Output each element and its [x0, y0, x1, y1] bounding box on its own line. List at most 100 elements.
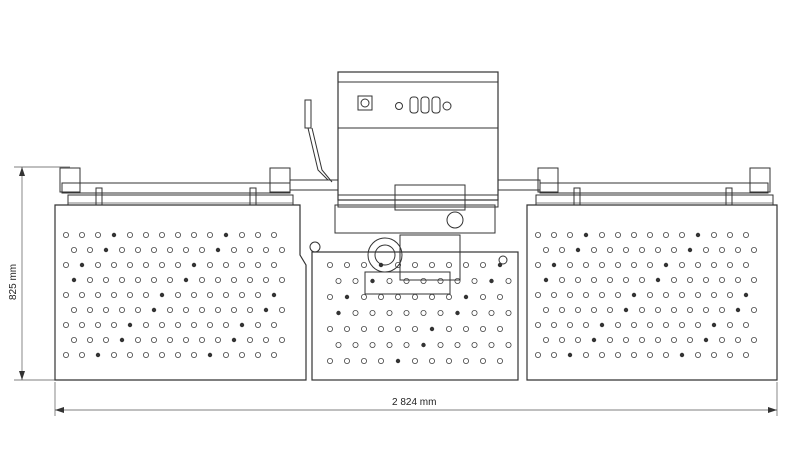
perforation-hole	[535, 231, 542, 238]
perforation-hole	[166, 306, 173, 313]
perforation-hole	[262, 276, 269, 283]
perforation-hole	[429, 326, 435, 332]
perforation-hole	[711, 322, 717, 328]
perforation-hole	[655, 306, 662, 313]
perforation-hole	[445, 293, 452, 300]
perforation-hole	[238, 351, 245, 358]
perforation-hole	[231, 337, 237, 343]
perforation-hole	[711, 231, 718, 238]
perforation-hole	[687, 276, 694, 283]
perforation-hole	[567, 261, 574, 268]
perforation-hole	[479, 325, 486, 332]
left-knob-icon[interactable]	[309, 241, 321, 253]
perforation-hole	[695, 321, 702, 328]
perforation-hole	[445, 261, 452, 268]
perforation-hole	[488, 309, 495, 316]
perforation-hole	[198, 246, 205, 253]
perforation-hole	[191, 262, 197, 268]
perforation-hole	[127, 291, 134, 298]
perforation-hole	[386, 277, 393, 284]
stop-button-icon[interactable]	[442, 101, 452, 111]
perforation-hole	[575, 276, 582, 283]
right-perforated-table	[526, 204, 778, 381]
perforation-hole	[471, 341, 478, 348]
perforation-hole	[551, 262, 557, 268]
perforation-hole	[559, 306, 566, 313]
perforation-hole	[111, 232, 117, 238]
perforation-hole	[336, 310, 341, 316]
perforation-hole	[719, 336, 726, 343]
perforation-hole	[639, 246, 646, 253]
perforation-hole	[87, 336, 94, 343]
perforation-hole	[386, 341, 393, 348]
perforation-hole	[127, 322, 133, 328]
perforation-hole	[214, 336, 221, 343]
perforation-hole	[158, 351, 165, 358]
perforation-hole	[583, 291, 590, 298]
perforation-hole	[103, 247, 109, 253]
perforation-hole	[198, 276, 205, 283]
perforation-hole	[222, 261, 229, 268]
perforation-hole	[166, 276, 173, 283]
perforation-hole	[735, 276, 742, 283]
perforation-hole	[695, 291, 702, 298]
perforation-hole	[679, 291, 686, 298]
perforation-hole	[395, 358, 401, 364]
perforation-hole	[462, 261, 469, 268]
perforation-hole	[543, 336, 550, 343]
perforation-hole	[127, 231, 134, 238]
perforation-hole	[158, 231, 165, 238]
perforation-hole	[150, 336, 157, 343]
perforation-hole	[496, 293, 503, 300]
perforation-hole	[421, 342, 426, 348]
perforation-hole	[599, 261, 606, 268]
perforation-hole	[166, 246, 173, 253]
perforation-hole	[679, 231, 686, 238]
button-stack-icon[interactable]	[409, 96, 441, 114]
perforation-hole	[543, 306, 550, 313]
perforation-hole	[119, 246, 126, 253]
height-dimension-label: 825 mm	[8, 264, 19, 300]
right-knob-icon[interactable]	[498, 255, 508, 265]
main-switch-icon[interactable]	[357, 95, 373, 111]
perforation-hole	[111, 261, 118, 268]
perforation-hole	[158, 261, 165, 268]
perforation-hole	[727, 351, 734, 358]
perforation-hole	[462, 357, 469, 364]
perforation-hole	[214, 276, 221, 283]
perforation-hole	[182, 306, 189, 313]
perforation-hole	[206, 261, 213, 268]
perforation-hole	[615, 351, 622, 358]
lever-handle-icon[interactable]	[304, 99, 333, 183]
perforation-hole	[479, 357, 486, 364]
perforation-hole	[647, 291, 654, 298]
perforation-hole	[278, 246, 285, 253]
perforation-hole	[679, 261, 686, 268]
center-table-holes	[326, 261, 512, 364]
perforation-hole	[551, 231, 558, 238]
perforation-hole	[270, 261, 277, 268]
perforation-hole	[639, 336, 646, 343]
perforation-hole	[599, 291, 606, 298]
perforation-hole	[471, 277, 478, 284]
indicator-light-icon	[395, 102, 403, 110]
perforation-hole	[671, 246, 678, 253]
perforation-hole	[583, 261, 590, 268]
perforation-hole	[567, 352, 573, 358]
perforation-hole	[369, 309, 376, 316]
right-table-holes	[535, 231, 758, 358]
perforation-hole	[559, 246, 566, 253]
perforation-hole	[369, 341, 376, 348]
perforation-hole	[437, 309, 444, 316]
perforation-hole	[679, 352, 685, 358]
perforation-hole	[206, 291, 213, 298]
perforation-hole	[711, 261, 718, 268]
perforation-hole	[663, 351, 670, 358]
perforation-hole	[190, 291, 197, 298]
perforation-hole	[352, 277, 359, 284]
perforation-hole	[79, 321, 86, 328]
perforation-hole	[735, 246, 742, 253]
perforation-hole	[326, 293, 333, 300]
perforation-hole	[352, 341, 359, 348]
perforation-hole	[111, 291, 118, 298]
